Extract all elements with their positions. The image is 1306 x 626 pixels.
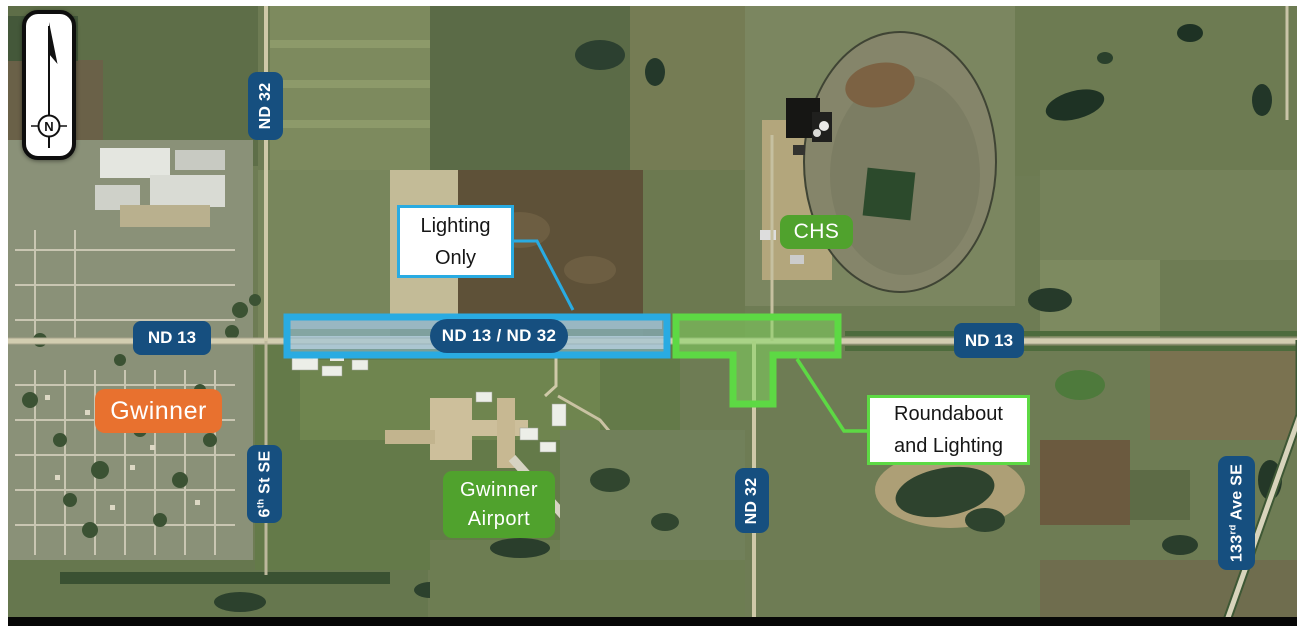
callout-lighting-only: Lighting Only	[397, 205, 514, 278]
road-label-text: ND 13	[147, 328, 197, 347]
place-label-text: Gwinner	[110, 396, 207, 425]
callout-roundabout-lighting: Roundabout and Lighting	[867, 395, 1030, 465]
place-label-gwinner-airport: Gwinner Airport	[443, 471, 555, 538]
road-label-text: ND 13 / ND 32	[441, 326, 557, 345]
callout-line1: Lighting	[420, 214, 491, 237]
north-arrow-blade	[49, 22, 58, 64]
map-bottom-edge	[8, 617, 1297, 626]
callout-line2: and Lighting	[894, 435, 1003, 457]
place-label-line1: Gwinner	[460, 478, 538, 501]
road-label-nd13-nd32: ND 13 / ND 32	[430, 319, 568, 353]
place-label-line2: Airport	[467, 507, 531, 530]
road-label-text: ND 13	[964, 330, 1014, 350]
place-label-text: CHS	[793, 220, 840, 243]
callout-line1: Roundabout	[894, 403, 1003, 425]
callout-line2: Only	[434, 246, 477, 269]
chs-oval-track	[803, 31, 997, 293]
road-label-text: ND 32	[743, 477, 760, 524]
roundabout-highlight	[672, 313, 842, 408]
lighting-leader-line	[513, 239, 575, 311]
place-label-chs: CHS	[780, 215, 853, 249]
roads	[8, 6, 1297, 618]
north-arrow: N	[22, 10, 76, 160]
road-label-nd13-east: ND 13	[954, 323, 1024, 358]
road-label-nd32-north: ND 32	[248, 72, 283, 140]
place-label-gwinner: Gwinner	[95, 389, 222, 433]
roundabout-leader-line	[795, 358, 867, 433]
north-letter: N	[44, 119, 53, 134]
road-label-nd13-west: ND 13	[133, 321, 211, 355]
road-label-text: 6th St SE	[254, 450, 274, 518]
road-label-nd32-south: ND 32	[735, 468, 769, 533]
north-arrow-glyph: N	[31, 22, 67, 148]
road-label-text: 133rd Ave SE	[1226, 463, 1246, 563]
terrain	[8, 6, 1297, 618]
road-label-text: ND 32	[256, 82, 274, 130]
grain-elevator	[786, 98, 820, 138]
gwinner-town	[8, 140, 261, 570]
chs-facility	[745, 6, 1015, 306]
road-label-133rd-ave-se: 133rd Ave SE	[1218, 456, 1255, 570]
road-label-6th-st-se: 6th St SE	[247, 445, 282, 523]
